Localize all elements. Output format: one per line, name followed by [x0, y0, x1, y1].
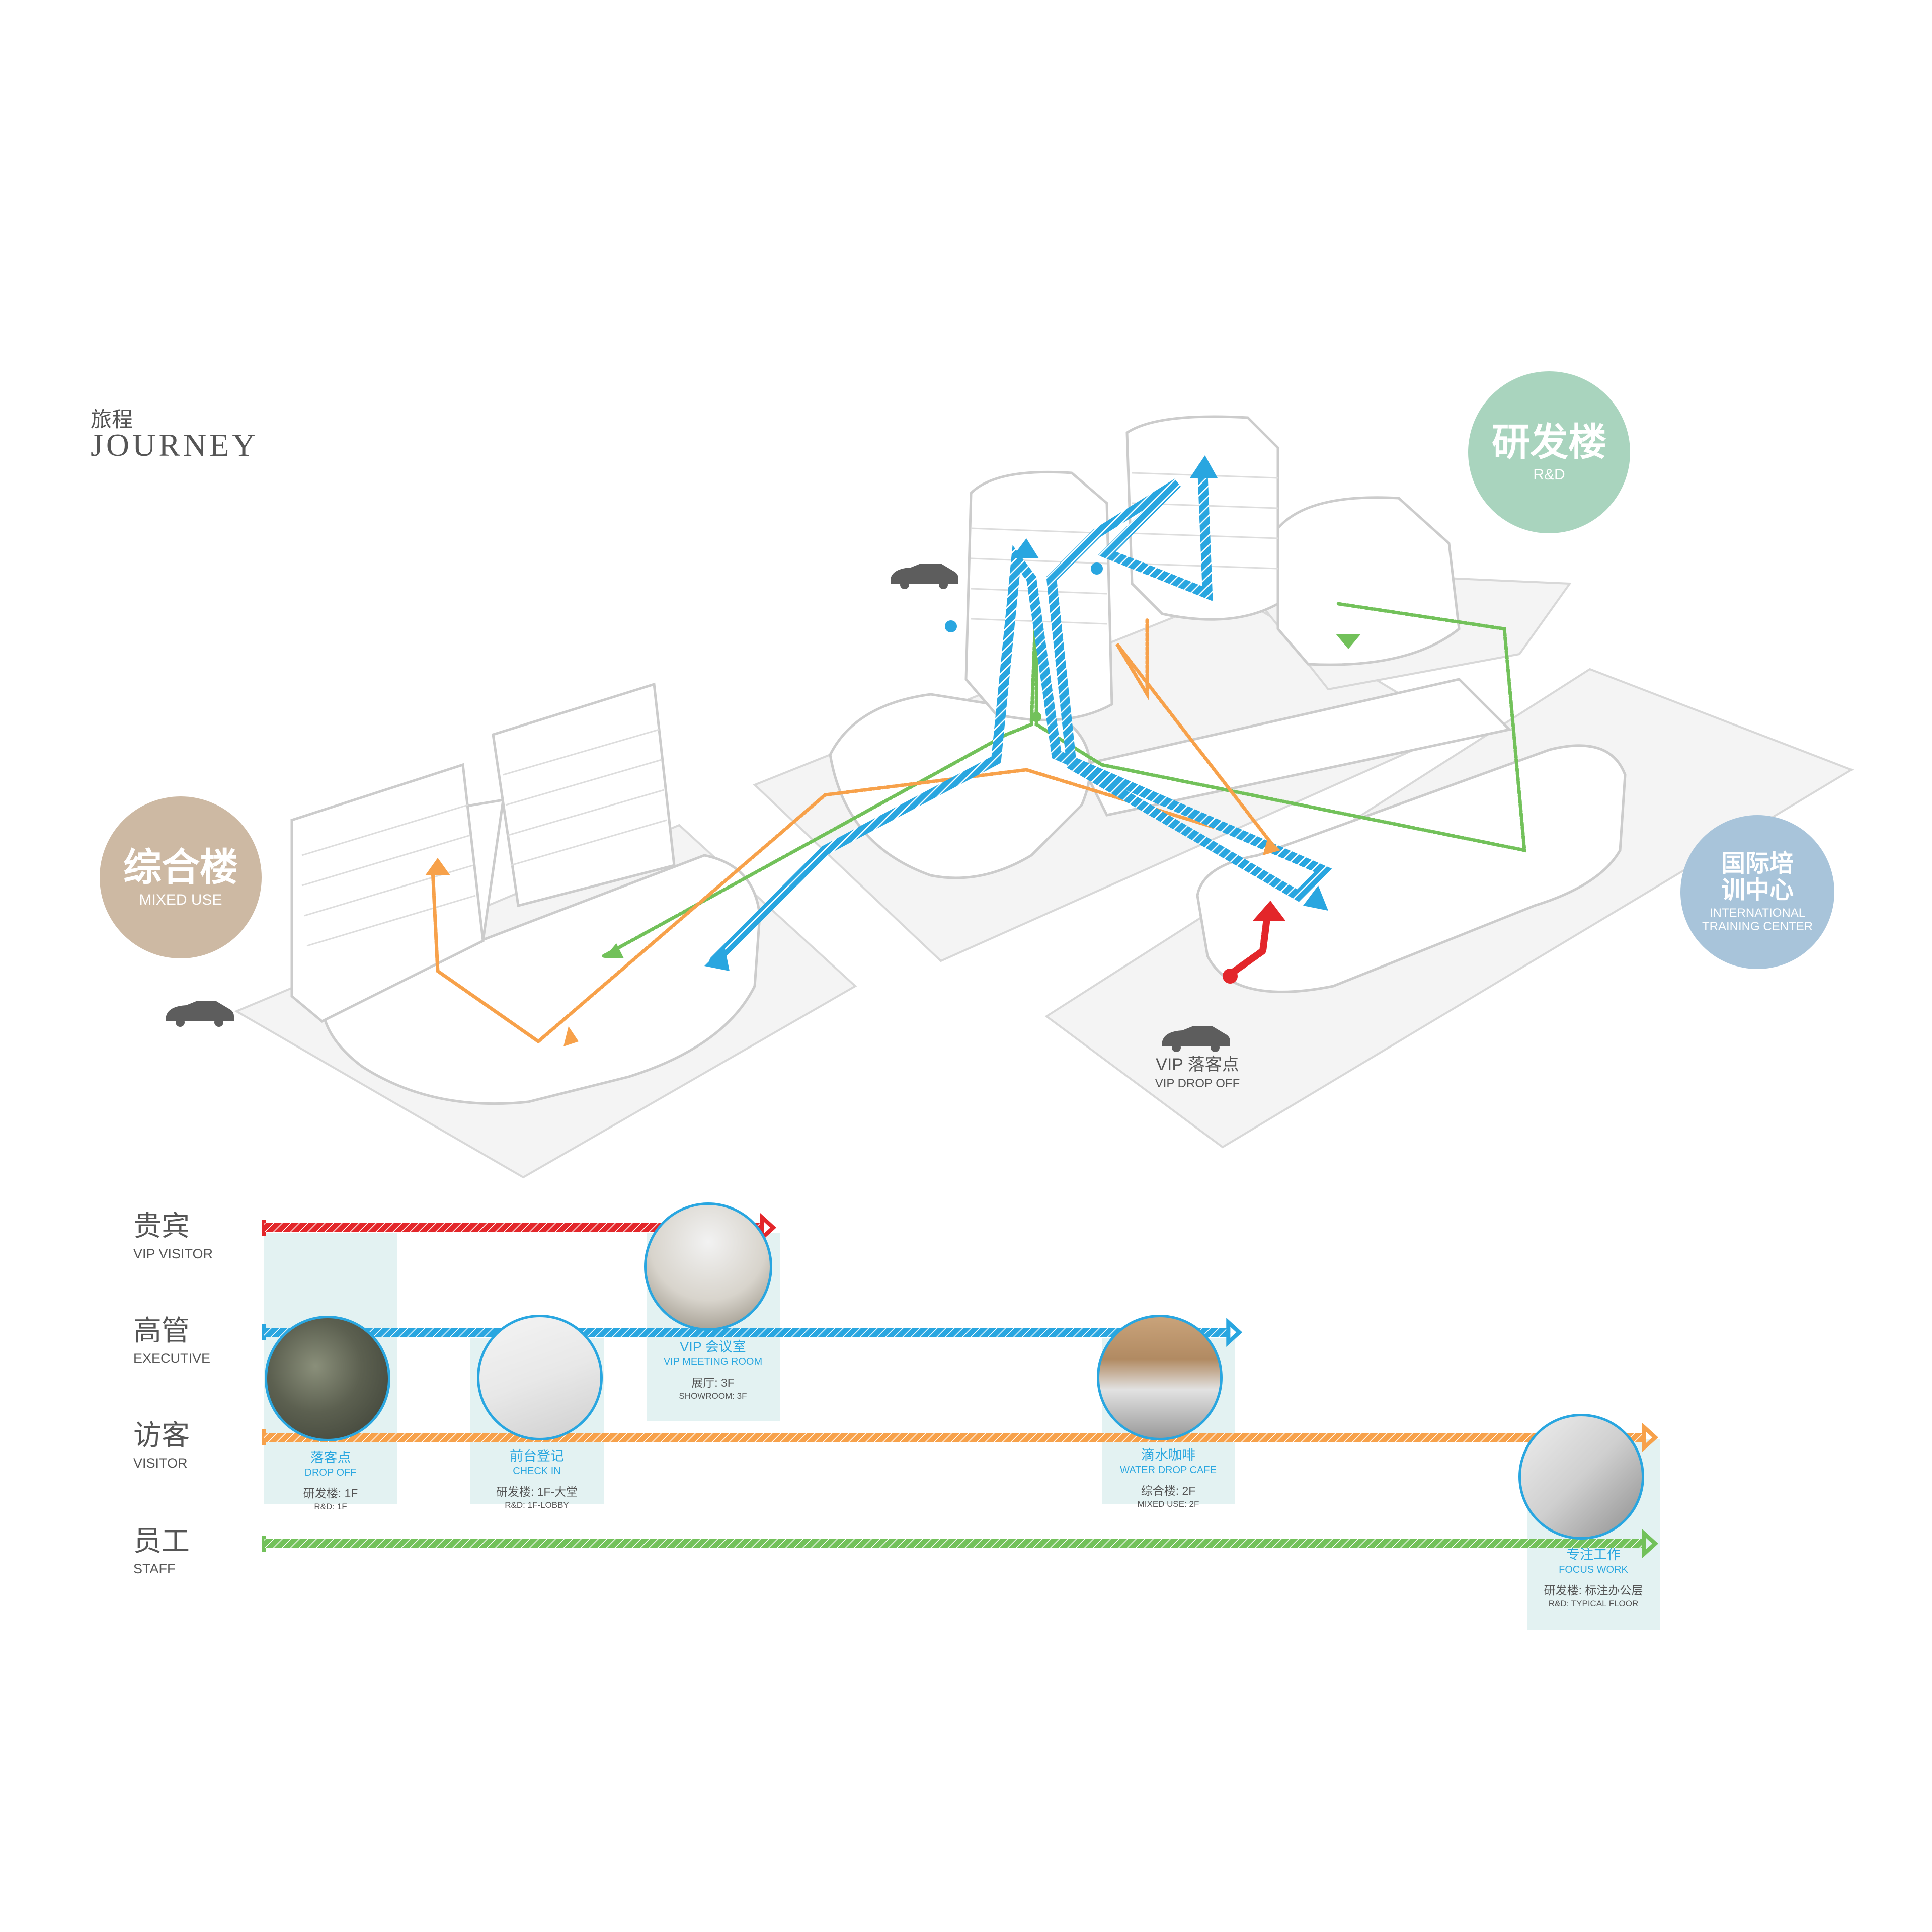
row-label-executive-en: EXECUTIVE	[133, 1351, 211, 1366]
stop-check-in-en: CHECK IN	[513, 1466, 561, 1477]
stop-water-drop-cafe-cn: 滴水咖啡	[1141, 1447, 1195, 1463]
mixed-use-facade-lines	[301, 729, 667, 947]
photo-focus-work	[1518, 1414, 1644, 1540]
car-icons	[166, 564, 1230, 1052]
stop-drop-off-location-en: R&D: 1F	[314, 1502, 347, 1511]
training-center-label-cn: 国际培训中心	[1721, 850, 1794, 904]
stop-focus-work-location-en: R&D: TYPICAL FLOOR	[1548, 1599, 1639, 1608]
visitor-route	[431, 617, 1278, 1044]
stop-check-in-location-cn: 研发楼: 1F-大堂	[496, 1485, 578, 1498]
timeline-arrowhead-staff	[1642, 1528, 1658, 1559]
mixed-use-tower-1-front	[290, 763, 485, 1023]
mixed-use-tower-2	[492, 682, 676, 908]
mixed-use-podium	[320, 854, 761, 1105]
timeline-arrows-svg	[262, 1213, 1658, 1559]
mixed-use-label-en: MIXED USE	[139, 892, 222, 909]
journey-title-en: JOURNEY	[91, 427, 259, 463]
stop-focus-work-cn: 专注工作	[1566, 1547, 1621, 1562]
executive-route	[709, 463, 1332, 966]
rd-label-en: R&D	[1533, 466, 1565, 484]
car-icon-mixed-use	[166, 1001, 234, 1027]
journey-title-cn: 旅程	[91, 409, 133, 432]
timeline-arrowhead-vip	[760, 1213, 776, 1243]
stop-vip-meeting-room-en: VIP MEETING ROOM	[663, 1356, 763, 1367]
route-markers	[425, 455, 1361, 1046]
photo-drop-off	[265, 1316, 390, 1441]
stop-drop-off: 落客点 DROP OFF 研发楼: 1F R&D: 1F	[250, 1446, 411, 1512]
stop-drop-off-cn: 落客点	[310, 1450, 351, 1465]
stop-focus-work: 专注工作 FOCUS WORK 研发楼: 标注办公层 R&D: TYPICAL …	[1513, 1544, 1674, 1609]
stop-check-in-location-en: R&D: 1F-LOBBY	[505, 1500, 569, 1510]
staff-route	[602, 593, 1526, 958]
car-icon-vip-dropoff	[1162, 1026, 1230, 1052]
row-label-vip-cn: 贵宾	[133, 1210, 190, 1242]
rd-podium	[1276, 496, 1461, 666]
stop-focus-work-en: FOCUS WORK	[1559, 1564, 1628, 1575]
stop-water-drop-cafe-location-cn: 综合楼: 2F	[1141, 1484, 1196, 1497]
stop-vip-meeting-room: VIP 会议室 VIP MEETING ROOM 展厅: 3F SHOWROOM…	[632, 1336, 793, 1401]
mixed-use-label-bubble: 综合楼 MIXED USE	[100, 796, 262, 958]
stop-drop-off-location-cn: 研发楼: 1F	[303, 1487, 358, 1500]
site-axonometric-diagram	[166, 415, 1854, 1179]
row-label-executive: 高管 EXECUTIVE	[133, 1308, 210, 1366]
stop-check-in-cn: 前台登记	[510, 1448, 564, 1464]
photo-vip-meeting-room	[644, 1202, 772, 1331]
row-label-vip-en: VIP VISITOR	[133, 1246, 213, 1261]
stop-focus-work-location-cn: 研发楼: 标注办公层	[1544, 1584, 1643, 1597]
photo-check-in	[477, 1315, 603, 1440]
rd-label-cn: 研发楼	[1492, 421, 1606, 464]
row-label-visitor-cn: 访客	[133, 1419, 190, 1451]
stop-check-in: 前台登记 CHECK IN 研发楼: 1F-大堂 R&D: 1F-LOBBY	[456, 1445, 617, 1510]
journey-routes	[431, 463, 1526, 1044]
vip-dropoff-label-cn: VIP 落客点	[1156, 1055, 1239, 1074]
stop-water-drop-cafe-location-en: MIXED USE: 2F	[1137, 1499, 1199, 1509]
stop-drop-off-en: DROP OFF	[304, 1467, 357, 1478]
timeline-bar-vip	[264, 1223, 764, 1232]
training-center-label-en: INTERNATIONAL TRAINING CENTER	[1702, 906, 1813, 933]
rd-label-bubble: 研发楼 R&D	[1468, 371, 1630, 533]
vip-dropoff-label-en: VIP DROP OFF	[1155, 1077, 1240, 1090]
timeline-bar-staff	[264, 1539, 1646, 1548]
timeline-bar-visitor	[264, 1433, 1646, 1442]
row-label-executive-cn: 高管	[133, 1315, 190, 1346]
timeline-arrowhead-executive	[1226, 1317, 1243, 1347]
training-center-label-bubble: 国际培训中心 INTERNATIONAL TRAINING CENTER	[1680, 815, 1834, 969]
photo-water-drop-cafe	[1097, 1315, 1223, 1440]
row-label-staff: 员工 STAFF	[133, 1518, 190, 1577]
row-label-visitor: 访客 VISITOR	[133, 1413, 190, 1471]
vip-route	[1224, 907, 1271, 980]
row-label-vip: 贵宾 VIP VISITOR	[133, 1203, 213, 1262]
stop-water-drop-cafe-en: WATER DROP CAFE	[1120, 1465, 1217, 1476]
car-icon-rd	[891, 564, 958, 589]
row-label-staff-en: STAFF	[133, 1561, 176, 1576]
stop-water-drop-cafe: 滴水咖啡 WATER DROP CAFE 综合楼: 2F MIXED USE: …	[1088, 1444, 1249, 1509]
stop-vip-meeting-room-location-en: SHOWROOM: 3F	[679, 1391, 747, 1401]
mixed-use-label-cn: 综合楼	[123, 846, 238, 889]
row-label-visitor-en: VISITOR	[133, 1456, 188, 1471]
row-label-staff-cn: 员工	[133, 1525, 190, 1557]
timeline-arrowhead-visitor	[1642, 1422, 1658, 1453]
stop-vip-meeting-room-cn: VIP 会议室	[680, 1339, 746, 1354]
mixed-use-building	[290, 682, 761, 1105]
stop-vip-meeting-room-location-cn: 展厅: 3F	[691, 1376, 735, 1389]
